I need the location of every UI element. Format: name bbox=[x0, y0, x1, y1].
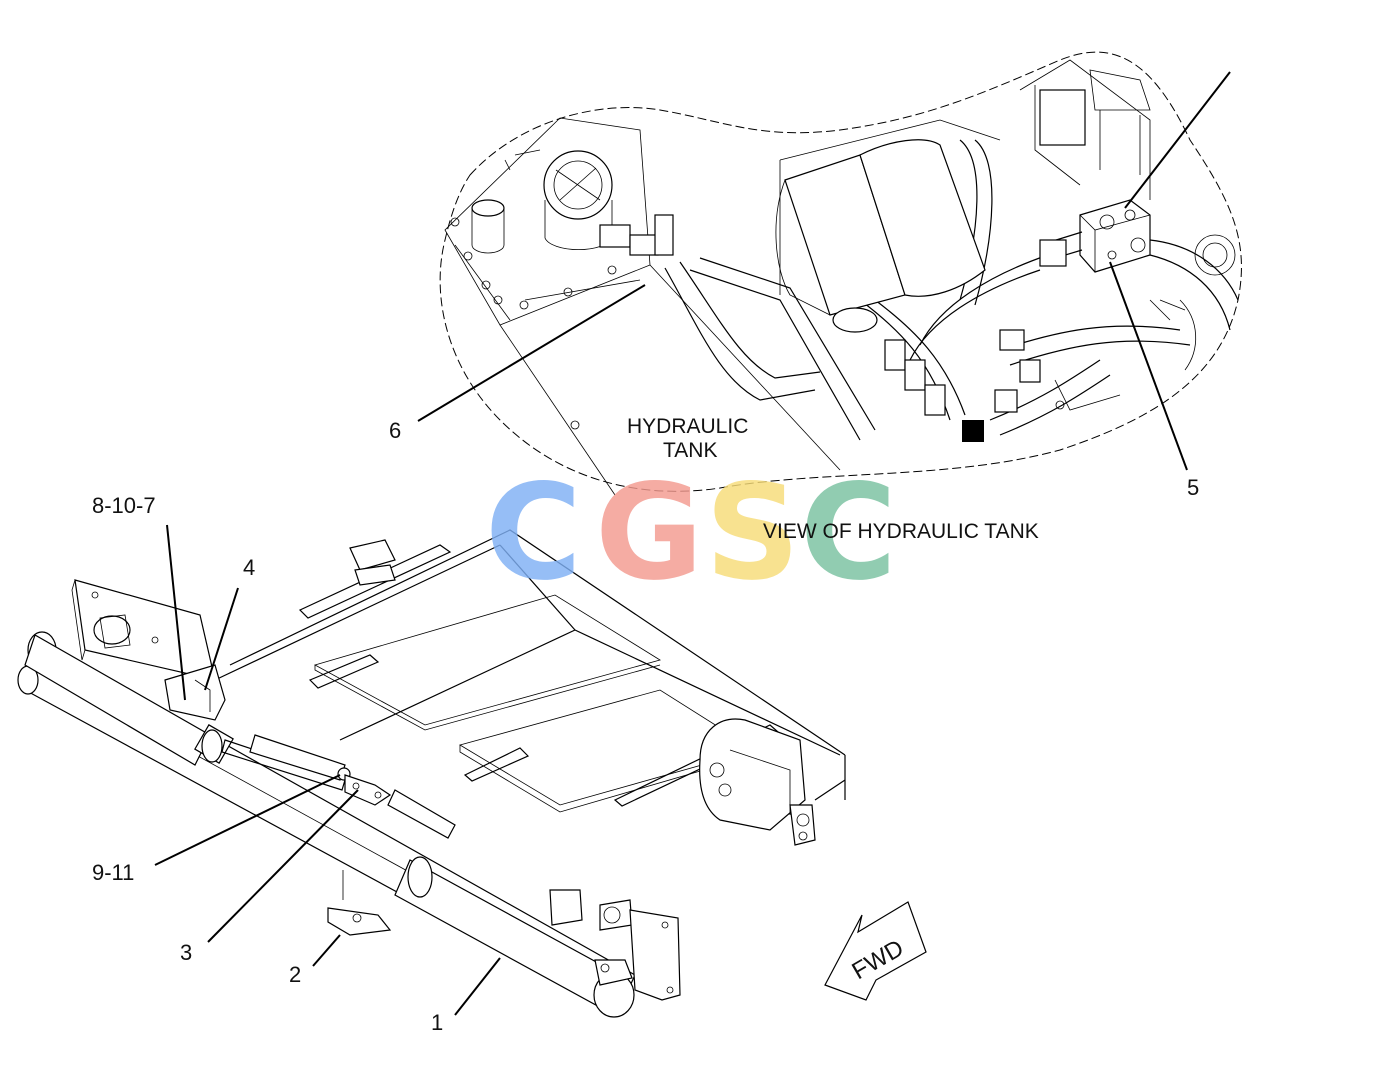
leader-9-11 bbox=[154, 774, 341, 866]
leader-1 bbox=[454, 957, 501, 1016]
pivot-bracket bbox=[699, 718, 816, 846]
fwd-direction-arrow: FWD bbox=[824, 901, 927, 1001]
frame-assembly bbox=[17, 529, 846, 1018]
callout-6: 6 bbox=[389, 418, 401, 443]
callout-9-11: 9-11 bbox=[92, 860, 134, 885]
watermark-letter-g: G bbox=[595, 456, 703, 610]
left-end-plate bbox=[71, 579, 216, 681]
steering-cylinder-left bbox=[24, 634, 351, 791]
valve-block bbox=[1039, 199, 1151, 273]
steering-cylinder-right bbox=[387, 789, 635, 1018]
tank-label-line1: HYDRAULIC bbox=[627, 415, 748, 438]
fitting-cluster bbox=[884, 329, 1065, 442]
tank-fittings bbox=[504, 149, 674, 301]
cylinder-mount-bracket bbox=[164, 664, 226, 721]
watermark-letter-s: S bbox=[705, 456, 800, 610]
leader-6 bbox=[417, 284, 646, 422]
mount-plate-1 bbox=[313, 594, 661, 726]
callout-2: 2 bbox=[289, 962, 301, 987]
frame-structure bbox=[1019, 59, 1236, 411]
leader-lines bbox=[154, 71, 1231, 1016]
leader-5 bbox=[1109, 261, 1188, 471]
pump-housing bbox=[775, 119, 1001, 333]
frame-rail-top bbox=[229, 529, 846, 756]
right-end-plate bbox=[629, 909, 681, 1001]
mount-block-2 bbox=[327, 870, 392, 936]
clamp-plate-3 bbox=[344, 774, 392, 806]
leader-3 bbox=[207, 789, 359, 943]
hoses bbox=[664, 139, 1239, 441]
callouts: 6 5 8-10-7 4 9-11 3 2 1 bbox=[92, 418, 1199, 1035]
callout-8-10-7: 8-10-7 bbox=[92, 493, 156, 518]
callout-4: 4 bbox=[243, 555, 255, 580]
leader-top-right bbox=[1124, 71, 1231, 209]
filler-cap bbox=[471, 199, 505, 254]
cgsc-watermark: C G S C bbox=[485, 456, 897, 610]
leader-4 bbox=[204, 587, 239, 691]
leader-8-10-7 bbox=[166, 524, 186, 701]
callout-1: 1 bbox=[431, 1010, 443, 1035]
tank-label-line2: TANK bbox=[663, 439, 717, 462]
callout-3: 3 bbox=[180, 940, 192, 965]
tank-bolts bbox=[450, 217, 617, 430]
callout-5: 5 bbox=[1187, 475, 1199, 500]
inset-outline bbox=[439, 51, 1242, 492]
watermark-letter-c2: C bbox=[800, 456, 897, 610]
hydraulic-tank-inset: HYDRAULIC TANK bbox=[439, 51, 1242, 496]
watermark-letter-c1: C bbox=[485, 456, 582, 610]
view-caption: VIEW OF HYDRAULIC TANK bbox=[763, 520, 1039, 543]
tank-panel bbox=[444, 117, 651, 326]
tank-filter bbox=[543, 150, 613, 251]
leader-2 bbox=[312, 934, 341, 967]
